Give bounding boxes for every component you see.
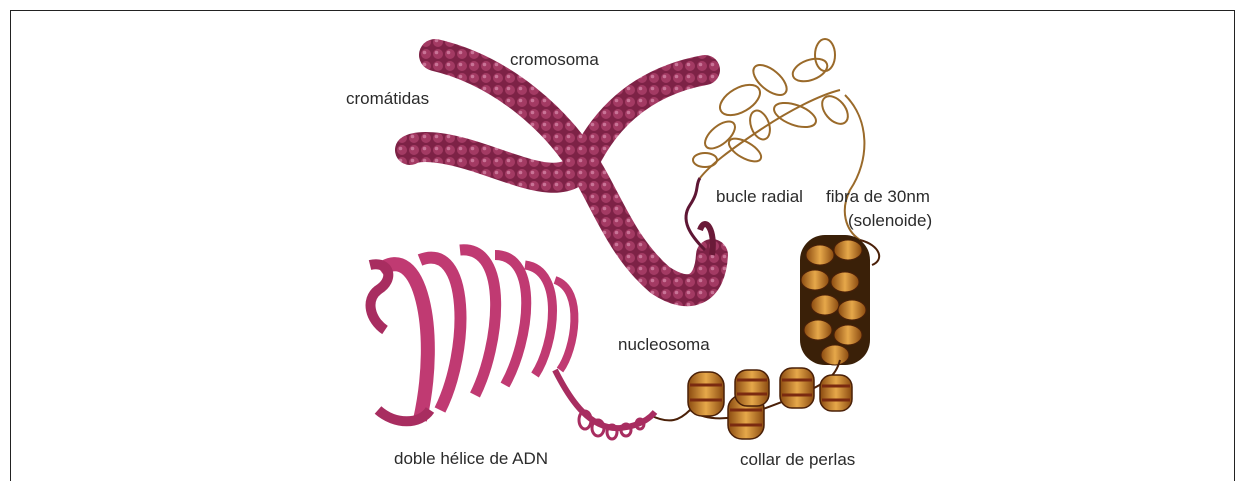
label-cromosoma: cromosoma	[510, 50, 599, 70]
label-solenoide: (solenoide)	[848, 211, 932, 231]
label-collar-de-perlas: collar de perlas	[740, 450, 855, 470]
solenoid-fiber	[800, 235, 879, 365]
label-cromatidas: cromátidas	[346, 89, 429, 109]
label-doble-helice: doble hélice de ADN	[394, 449, 548, 469]
label-nucleosoma: nucleosoma	[618, 335, 710, 355]
dna-helix	[370, 250, 655, 439]
chromosome-shape	[410, 55, 713, 290]
chromatin-fiber-thin	[686, 178, 705, 250]
label-bucle-radial: bucle radial	[716, 187, 803, 207]
bead-string	[650, 360, 852, 439]
label-fibra-30nm: fibra de 30nm	[826, 187, 930, 207]
